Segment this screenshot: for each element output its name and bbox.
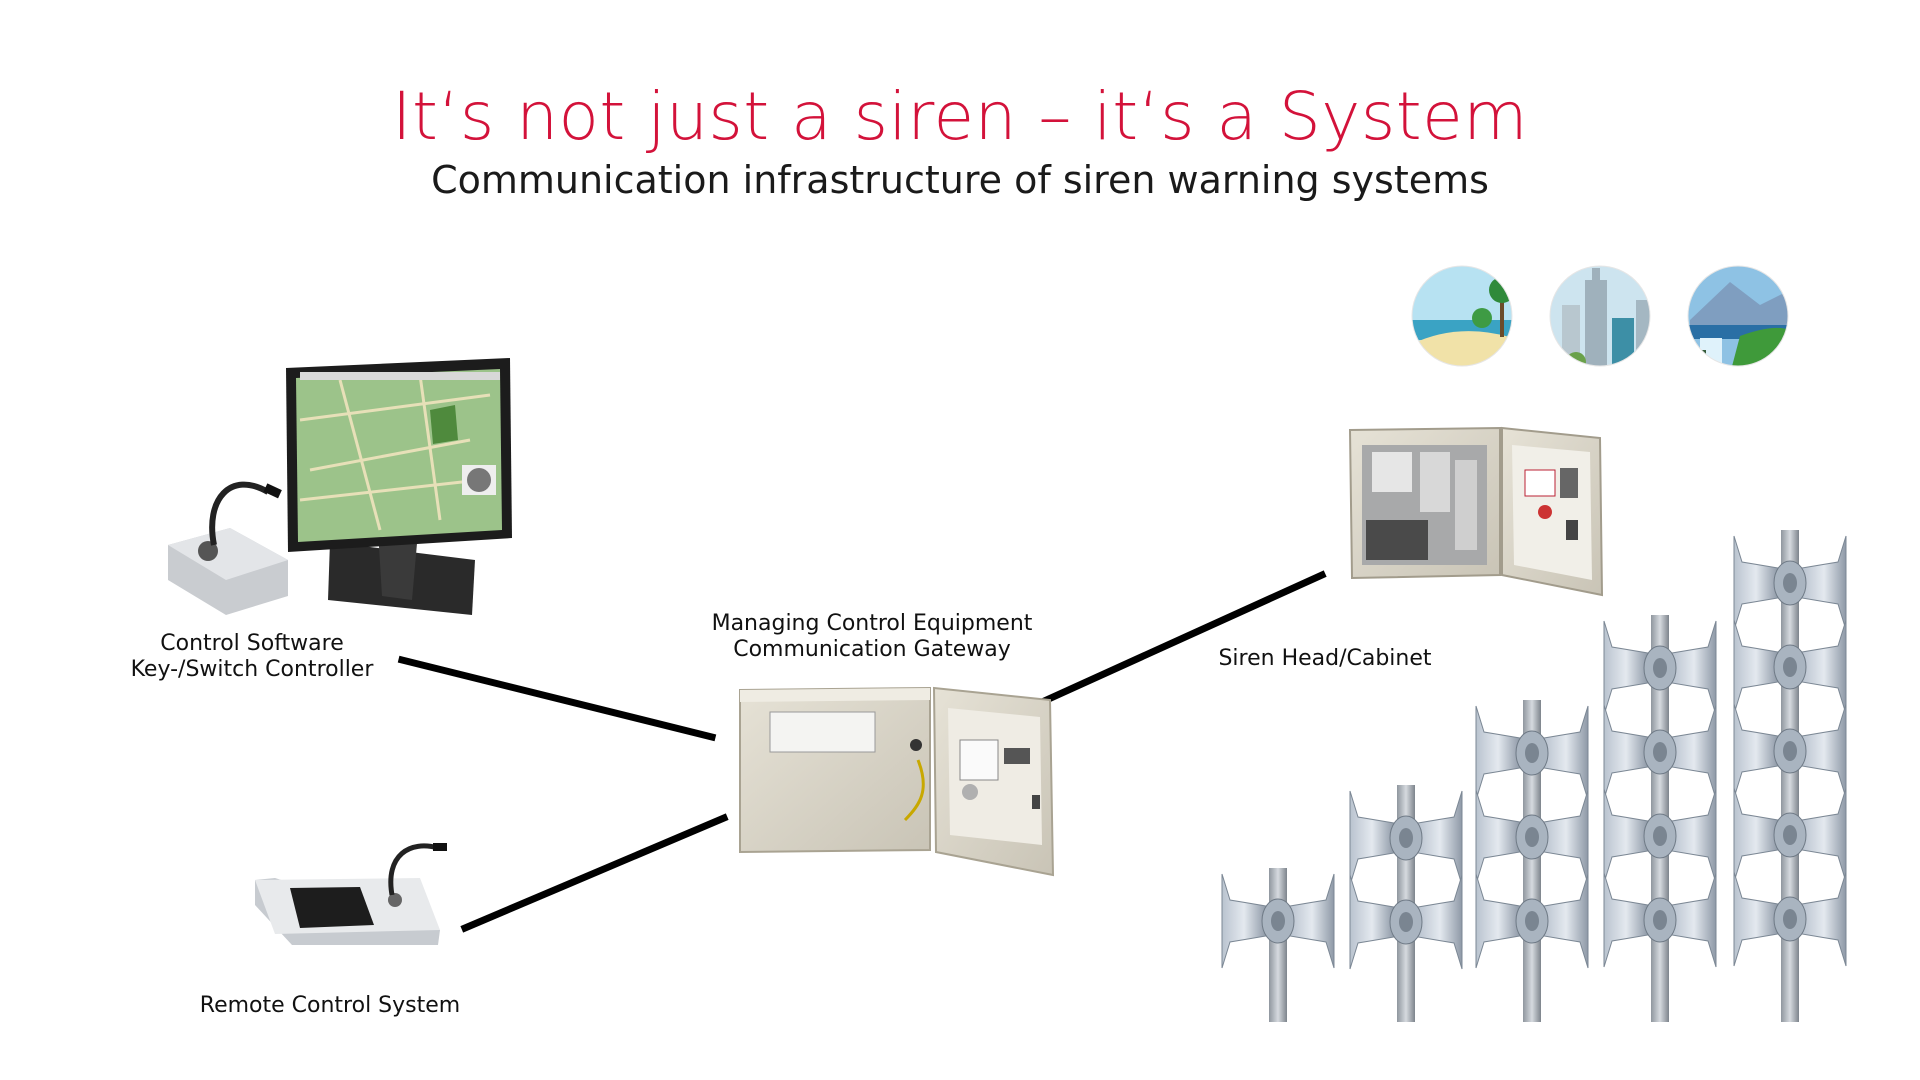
siren-driver-core [1653, 826, 1667, 846]
siren-towers-image [1221, 530, 1847, 1022]
siren-driver-core [1783, 573, 1797, 593]
label-key-switch-controller: Key-/Switch Controller [131, 657, 375, 682]
connector-lines [397, 570, 1327, 933]
siren-driver-core [1653, 910, 1667, 930]
siren-horn [1733, 871, 1779, 967]
siren-pole [1269, 868, 1287, 1022]
gateway-cabinet-image [739, 686, 1055, 877]
remote-console-image [255, 843, 447, 945]
siren-tower-2 [1349, 785, 1463, 1022]
siren-horn [1603, 620, 1649, 716]
siren-driver-core [1653, 742, 1667, 762]
siren-horn [1801, 619, 1847, 715]
label-remote-control-system: Remote Control System [200, 993, 460, 1018]
siren-tower-4 [1603, 615, 1717, 1022]
siren-driver-core [1783, 825, 1797, 845]
mountain-waterfall-scene-image [1688, 266, 1788, 366]
siren-horn [1671, 872, 1717, 968]
monitor-image [286, 358, 512, 615]
siren-driver-core [1783, 657, 1797, 677]
label-managing-control-equipment: Managing Control Equipment [712, 611, 1033, 636]
connector-remote-to-gateway [460, 813, 729, 933]
siren-driver-core [1783, 909, 1797, 929]
siren-horn [1733, 619, 1779, 715]
label-siren-head-cabinet: Siren Head/Cabinet [1218, 646, 1431, 671]
siren-driver-core [1399, 828, 1413, 848]
siren-horn [1733, 535, 1779, 631]
connector-control-to-gateway [397, 655, 717, 742]
siren-driver-core [1399, 912, 1413, 932]
siren-horn [1671, 788, 1717, 884]
label-control-software: Control Software [160, 631, 344, 656]
siren-horn [1417, 874, 1463, 970]
siren-horn [1543, 873, 1589, 969]
siren-head-cabinet-image [1348, 426, 1604, 597]
siren-driver-core [1783, 741, 1797, 761]
label-communication-gateway: Communication Gateway [733, 637, 1011, 662]
siren-horn [1671, 620, 1717, 716]
siren-tower-3 [1475, 700, 1589, 1022]
siren-horn [1733, 787, 1779, 883]
siren-horn [1475, 873, 1521, 969]
page-subtitle: Communication infrastructure of siren wa… [431, 158, 1489, 202]
siren-horn [1801, 787, 1847, 883]
siren-horn [1349, 790, 1395, 886]
siren-horn [1543, 705, 1589, 801]
siren-horn [1289, 873, 1335, 969]
siren-driver-core [1653, 658, 1667, 678]
siren-horn [1543, 789, 1589, 885]
siren-horn [1671, 704, 1717, 800]
siren-horn [1221, 873, 1267, 969]
siren-horn [1603, 704, 1649, 800]
connector-gateway-to-siren-head [1037, 570, 1327, 707]
siren-tower-5 [1733, 530, 1847, 1022]
siren-driver-core [1525, 827, 1539, 847]
siren-driver-core [1271, 911, 1285, 931]
siren-horn [1417, 790, 1463, 886]
siren-horn [1801, 703, 1847, 799]
siren-horn [1801, 535, 1847, 631]
siren-tower-1 [1221, 868, 1335, 1022]
siren-driver-core [1525, 743, 1539, 763]
environment-images [1411, 265, 1789, 367]
siren-horn [1603, 788, 1649, 884]
microphone-console-image [168, 481, 288, 615]
siren-horn [1603, 872, 1649, 968]
siren-horn [1733, 703, 1779, 799]
siren-horn [1475, 705, 1521, 801]
siren-horn [1801, 871, 1847, 967]
siren-horn [1349, 874, 1395, 970]
siren-driver-core [1525, 911, 1539, 931]
page-title: It‘s not just a siren – it‘s a System [392, 78, 1528, 155]
siren-horn [1475, 789, 1521, 885]
